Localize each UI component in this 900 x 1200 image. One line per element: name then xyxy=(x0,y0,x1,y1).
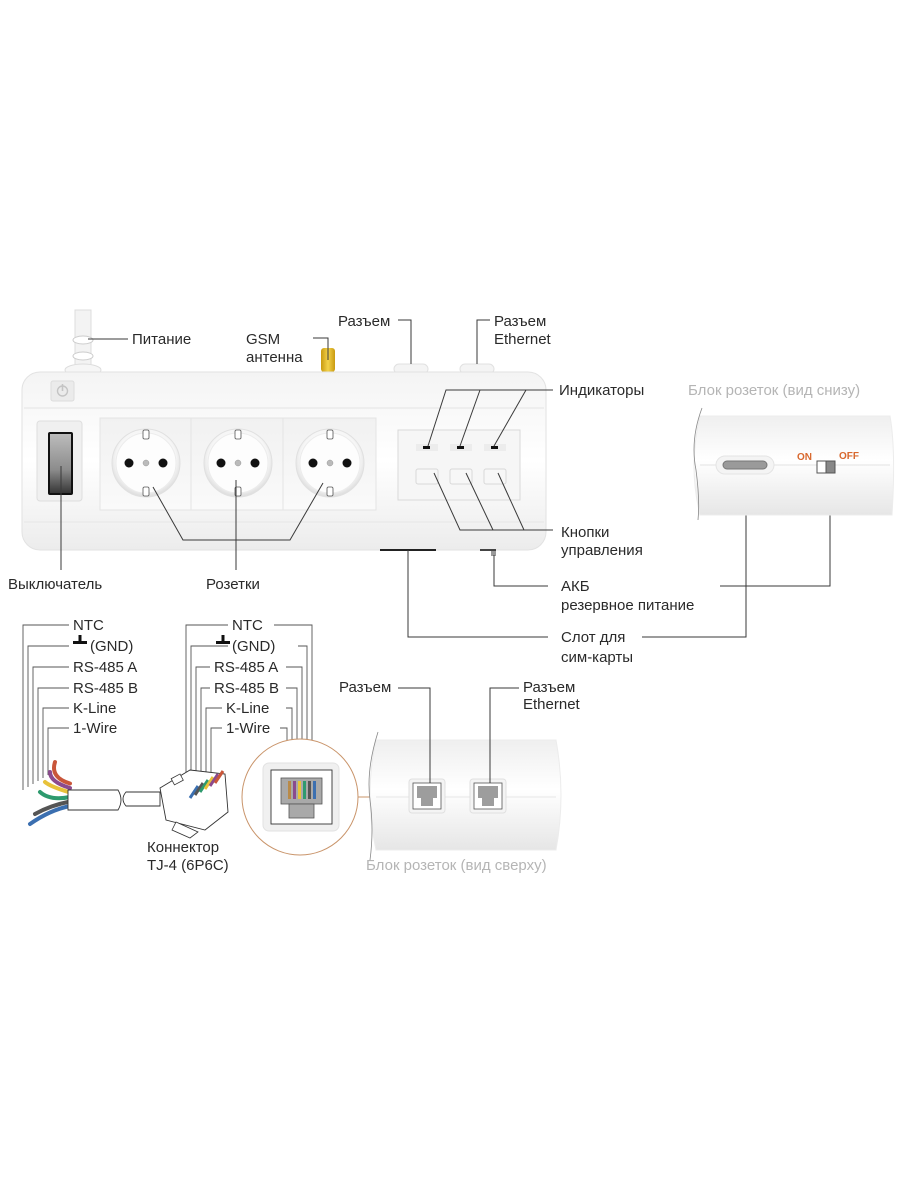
label-battery-2: резервное питание xyxy=(561,597,694,614)
control-button[interactable] xyxy=(483,468,507,485)
pin-labels: NTC (GND) RS-485 A RS-485 B K-Line 1-Wire NTC (… xyxy=(73,617,279,737)
pin-name: (GND) xyxy=(90,638,133,655)
label-ethernet-2: Ethernet xyxy=(494,331,552,348)
wire xyxy=(52,760,72,786)
pin-name: RS-485 B xyxy=(73,680,138,697)
label-switch: Выключатель xyxy=(8,576,102,593)
labels-main: Питание GSM антенна Разъем Разъем Ethern… xyxy=(8,313,694,666)
jack-contact xyxy=(303,781,306,799)
label-buttons-1: Кнопки xyxy=(561,524,609,541)
jack-contact xyxy=(293,781,296,799)
control-panel xyxy=(397,429,521,501)
leader-lines-main xyxy=(60,319,831,638)
pin-label-right: RS-485 B xyxy=(214,680,279,697)
cable-diagram: Коннектор TJ-4 (6P6C) xyxy=(22,624,313,874)
socket xyxy=(295,428,365,498)
pin-label-left: K-Line xyxy=(73,700,116,717)
label-ethernet-1: Разъем xyxy=(494,313,546,330)
label-sim-1: Слот для xyxy=(561,629,625,646)
rocker-switch[interactable] xyxy=(36,420,83,502)
label-sockets: Розетки xyxy=(206,576,260,593)
pin-label-left: NTC xyxy=(73,617,104,634)
wire xyxy=(38,790,72,801)
connector-label-1: Коннектор xyxy=(147,839,219,856)
label-sim-2: сим-карты xyxy=(561,649,633,666)
indicator-led xyxy=(416,444,438,451)
top-view-title: Блок розеток (вид сверху) xyxy=(366,857,547,874)
top-view: Разъем Разъем Ethernet Блок розеток (вид… xyxy=(339,679,581,874)
pin-name: RS-485 A xyxy=(214,659,278,676)
pin-name: (GND) xyxy=(232,638,275,655)
connector-port xyxy=(408,778,446,814)
sim-slot-bottom xyxy=(715,455,775,475)
ground-symbol-icon xyxy=(73,641,87,644)
indicator-led xyxy=(484,444,506,451)
pin-label-left: RS-485 B xyxy=(73,680,138,697)
connector-label-2: TJ-4 (6P6C) xyxy=(147,857,229,874)
pin-name: K-Line xyxy=(226,700,269,717)
wire xyxy=(33,799,72,816)
jack-contact xyxy=(288,781,291,799)
pin-name: 1-Wire xyxy=(73,720,117,737)
wire xyxy=(48,770,72,790)
jack-zoom xyxy=(241,738,412,856)
bottom-view: Блок розеток (вид снизу) ON OFF xyxy=(688,382,895,521)
plug-contact xyxy=(188,785,200,799)
switch-off-label: OFF xyxy=(839,451,859,462)
pin-label-left: RS-485 A xyxy=(73,659,137,676)
switch-on-label: ON xyxy=(797,452,812,463)
jack-contact xyxy=(313,781,316,799)
ground-symbol-icon xyxy=(216,641,230,644)
label-connector: Разъем xyxy=(338,313,390,330)
top-view-ethernet-label-1: Разъем xyxy=(523,679,575,696)
pin-label-right: RS-485 A xyxy=(214,659,278,676)
plug-contact xyxy=(203,776,215,790)
bottom-view-title: Блок розеток (вид снизу) xyxy=(688,382,860,399)
pin-label-right: NTC xyxy=(232,617,263,634)
plug-contact xyxy=(193,782,205,796)
label-buttons-2: управления xyxy=(561,542,643,559)
pin-label-left: (GND) xyxy=(73,635,133,655)
socket xyxy=(203,428,273,498)
ethernet-port xyxy=(469,778,507,814)
jack-contact xyxy=(308,781,311,799)
battery-toggle-switch[interactable] xyxy=(816,460,836,474)
plug-contact xyxy=(208,773,220,787)
label-gsm-antenna: антенна xyxy=(246,349,303,366)
pin-name: NTC xyxy=(232,617,263,634)
power-strip-front-view xyxy=(21,309,547,556)
pin-label-right: K-Line xyxy=(226,700,269,717)
label-indicators: Индикаторы xyxy=(559,382,644,399)
socket xyxy=(111,428,181,498)
label-power: Питание xyxy=(132,331,191,348)
label-battery-1: АКБ xyxy=(561,578,590,595)
pin-name: NTC xyxy=(73,617,104,634)
control-button[interactable] xyxy=(415,468,439,485)
pin-label-right: (GND) xyxy=(216,635,275,655)
power-cable xyxy=(64,309,102,377)
pin-name: RS-485 B xyxy=(214,680,279,697)
plug-contact xyxy=(198,779,210,793)
pin-label-right: 1-Wire xyxy=(226,720,270,737)
pin-name: 1-Wire xyxy=(226,720,270,737)
pin-name: RS-485 A xyxy=(73,659,137,676)
wire xyxy=(28,804,72,826)
jack-contact xyxy=(298,781,301,799)
wire xyxy=(43,780,72,795)
top-view-connector-label: Разъем xyxy=(339,679,391,696)
pin-label-left: 1-Wire xyxy=(73,720,117,737)
power-icon xyxy=(50,380,75,402)
indicator-led xyxy=(450,444,472,451)
control-button[interactable] xyxy=(449,468,473,485)
rj-plug xyxy=(159,769,229,839)
pin-name: K-Line xyxy=(73,700,116,717)
label-gsm: GSM xyxy=(246,331,280,348)
plug-contact xyxy=(213,770,225,784)
top-view-ethernet-label-2: Ethernet xyxy=(523,696,581,713)
